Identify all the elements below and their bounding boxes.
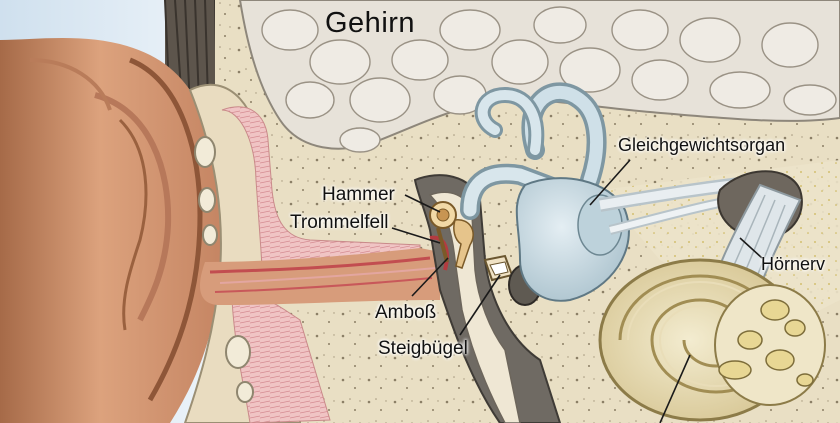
label-hammer: Hammer (322, 185, 395, 204)
pinna (0, 38, 222, 423)
label-gehirn: Gehirn (325, 9, 415, 38)
label-trommelfell: Trommelfell (290, 213, 389, 232)
label-amboss: Amboß (375, 303, 436, 322)
label-hoernerv: Hörnerv (761, 255, 825, 273)
label-gleichgewichtsorgan: Gleichgewichtsorgan (618, 136, 785, 154)
cochlea-cross-section (715, 285, 825, 405)
label-steigbuegel: Steigbügel (378, 339, 468, 358)
